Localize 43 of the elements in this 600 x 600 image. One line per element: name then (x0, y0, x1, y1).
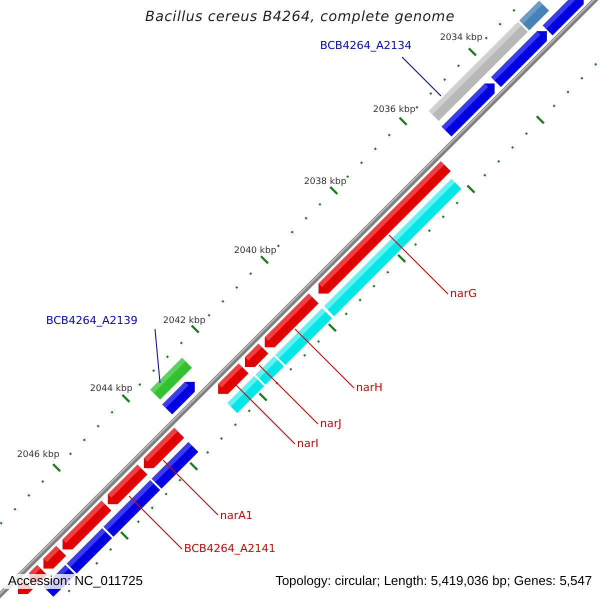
gene-bar (104, 480, 160, 537)
tick-label: 2034 kbp (440, 33, 482, 44)
gene-feature (491, 31, 547, 87)
gene-feature (62, 500, 112, 550)
gene-feature (442, 83, 495, 136)
leader-line (162, 460, 218, 516)
gene-feature (43, 546, 66, 569)
gene-label: BCB4264_A2134 (320, 40, 412, 53)
gene-bar (152, 442, 198, 489)
tick-label: 2046 kbp (17, 450, 60, 460)
gene-bar (256, 356, 284, 385)
leader-line (236, 384, 296, 444)
gene-feature (162, 382, 195, 414)
gene-feature (218, 363, 249, 394)
tick-label: 2042 kbp (163, 316, 206, 326)
tick-label: 2044 kbp (90, 384, 132, 394)
gene-bar (227, 376, 264, 413)
gene-feature (542, 0, 584, 36)
gene-label: narH (356, 382, 383, 395)
gene-bar (66, 528, 112, 574)
genome-summary-text: Topology: circular; Length: 5,419,036 bp; Genes: 5,547 (275, 574, 592, 589)
gene-feature (264, 293, 319, 348)
gene-bar (150, 358, 192, 400)
tick-label: 2040 kbp (234, 246, 276, 256)
leader-line (258, 364, 318, 424)
gene-feature (108, 464, 148, 504)
leader-line (388, 234, 448, 294)
gene-label: narJ (320, 418, 342, 431)
gene-label: narA1 (220, 510, 253, 523)
gene-feature (144, 428, 184, 468)
leader-line (402, 56, 442, 96)
gene-bar (519, 0, 550, 30)
leader-line (294, 328, 354, 388)
gene-label: narI (297, 438, 318, 451)
tick-label: 2036 kbp (373, 105, 416, 116)
gene-label: BCB4264_A2141 (184, 543, 276, 556)
gene-label: narG (450, 288, 477, 301)
leader-line (128, 496, 182, 550)
gene-feature (244, 344, 268, 367)
gene-bar (275, 308, 332, 365)
gene-label: BCB4264_A2139 (46, 315, 138, 328)
tick-label: 2038 kbp (304, 177, 346, 188)
title: Bacillus cereus B4264, complete genome (145, 9, 455, 26)
